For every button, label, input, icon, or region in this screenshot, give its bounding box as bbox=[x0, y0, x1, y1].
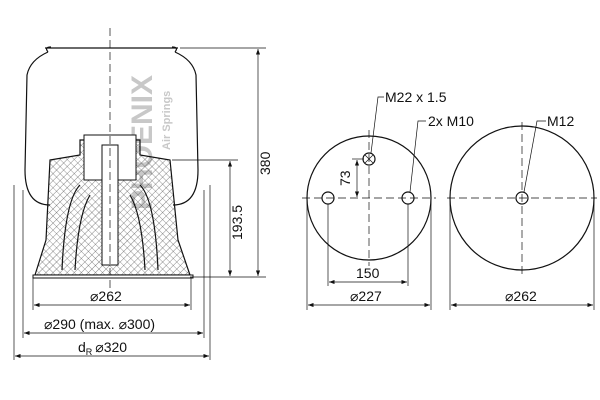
center-bolt bbox=[101, 144, 119, 266]
bellows-outline bbox=[24, 51, 199, 206]
side-view: 380 193.5 ⌀262 ⌀290 (max. ⌀300) dR⌀320 bbox=[13, 28, 273, 360]
piston-ribs bbox=[61, 184, 159, 271]
air-thread-label: M22 x 1.5 bbox=[385, 89, 447, 105]
bolt-spacing-label: 150 bbox=[356, 265, 380, 281]
top-view: M22 x 1.5 2x M10 73 150 ⌀227 bbox=[302, 89, 474, 310]
m12-label: M12 bbox=[547, 113, 574, 129]
bead-rolls bbox=[45, 46, 178, 53]
piston-height-label: 193.5 bbox=[229, 205, 245, 240]
bottom-view: M12 ⌀262 bbox=[447, 113, 597, 310]
bellows-diameter-label: ⌀290 (max. ⌀300) bbox=[44, 316, 155, 332]
outer-diameter-label: dR⌀320 bbox=[78, 339, 127, 357]
height-label: 380 bbox=[257, 151, 273, 175]
top-diameter-label: ⌀227 bbox=[350, 288, 382, 304]
bottom-diameter-label: ⌀262 bbox=[505, 288, 537, 304]
m12-hole bbox=[515, 191, 529, 205]
piston-diameter-label: ⌀262 bbox=[90, 288, 122, 304]
offset-label: 73 bbox=[337, 170, 353, 186]
piston-base bbox=[32, 274, 194, 279]
watermark-tagline: Air Springs bbox=[161, 91, 173, 150]
bolt-thread-label: 2x M10 bbox=[428, 113, 474, 129]
